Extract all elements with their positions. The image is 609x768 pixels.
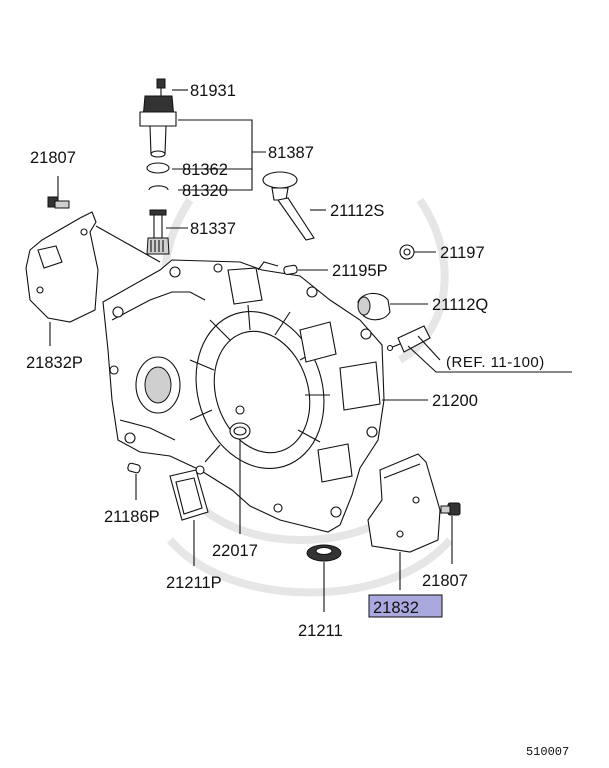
speed-sensor-81387: [139, 95, 177, 158]
label-21200[interactable]: 21200: [432, 392, 478, 410]
case-bolt-holes: [109, 263, 378, 518]
label-21186P[interactable]: 21186P: [104, 508, 160, 526]
cover-21211P: [169, 469, 209, 521]
label-ref-11-100: (REF. 11-100): [446, 354, 545, 371]
speed-sensor-bolt-81931: [156, 78, 166, 98]
label-21197[interactable]: 21197: [440, 244, 485, 262]
bolt-21807-bottom: [440, 502, 461, 516]
diagram-code: 510007: [526, 745, 569, 759]
label-81362[interactable]: 81362: [182, 161, 228, 179]
sender-ref-part: [386, 325, 431, 353]
label-21112S[interactable]: 21112S: [330, 202, 384, 220]
leader-lines: [49, 89, 572, 612]
label-21807-bottom[interactable]: 21807: [422, 572, 468, 590]
label-81387[interactable]: 81387: [268, 144, 314, 162]
label-21112Q[interactable]: 21112Q: [432, 296, 488, 314]
bracket-21832: [367, 453, 441, 553]
label-21832P[interactable]: 21832P: [26, 354, 83, 372]
label-21211[interactable]: 21211: [298, 622, 343, 640]
part-labels: 81931 81387 81362 81320 81337 21807 2183…: [26, 82, 569, 759]
oil-seal-22017: [229, 422, 251, 440]
label-21807-top[interactable]: 21807: [30, 149, 76, 167]
snap-ring-81320: [148, 185, 169, 191]
label-21211P[interactable]: 21211P: [166, 574, 222, 592]
label-81337[interactable]: 81337: [190, 220, 236, 238]
pin-21195P: [283, 264, 298, 276]
bracket-21832P: [25, 211, 99, 323]
grommet-21211: [306, 544, 342, 562]
bolt-21807-top: [47, 196, 70, 209]
o-ring-81362: [146, 162, 170, 174]
label-22017[interactable]: 22017: [212, 542, 258, 560]
transmission-case: [102, 259, 385, 533]
label-21195P[interactable]: 21195P: [332, 262, 388, 280]
label-21832[interactable]: 21832: [373, 599, 419, 617]
level-gauge-21112S: [262, 171, 315, 241]
plug-21197: [399, 244, 415, 260]
dowel-pin-21186P: [127, 462, 141, 474]
part-21832-highlight: [368, 594, 443, 618]
driven-gear-81337: [146, 209, 170, 255]
cap-21112Q: [357, 292, 391, 321]
label-81320[interactable]: 81320: [182, 182, 228, 200]
label-81931[interactable]: 81931: [190, 82, 236, 100]
